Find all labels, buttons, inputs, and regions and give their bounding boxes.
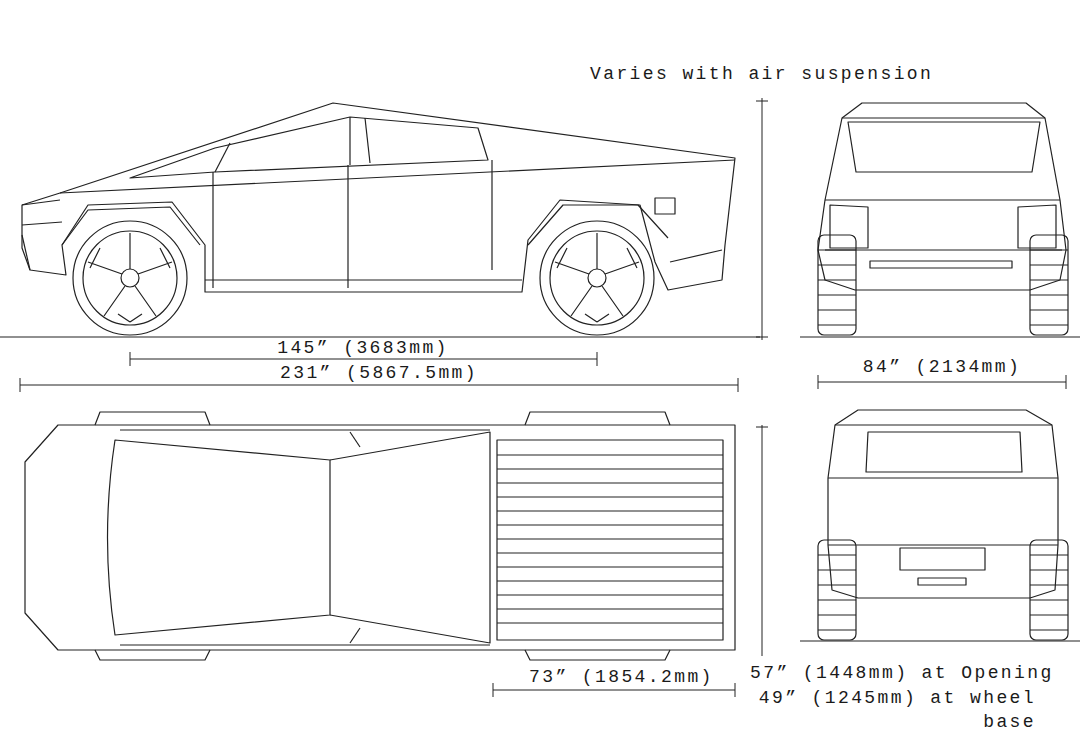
top-view <box>25 412 735 660</box>
dimension-label: 57” (1448mm) at Opening <box>748 663 1056 683</box>
dimension-label: 49” (1245mm) at wheel base <box>748 686 1038 734</box>
dimension-label: 84” (2134mm) <box>861 357 1023 377</box>
side-view <box>22 103 735 292</box>
ground-line <box>800 336 1080 337</box>
dimension-label: Varies with air suspension <box>588 64 935 84</box>
wheel <box>73 221 654 335</box>
dimension-line <box>20 98 1066 697</box>
front-view <box>818 103 1068 335</box>
rear-view <box>818 410 1068 640</box>
dimension-label: 145” (3683mm) <box>275 338 451 358</box>
dimension-label: 73” (1854.2mm) <box>527 667 716 687</box>
dimension-label: 231” (5867.5mm) <box>278 363 480 383</box>
